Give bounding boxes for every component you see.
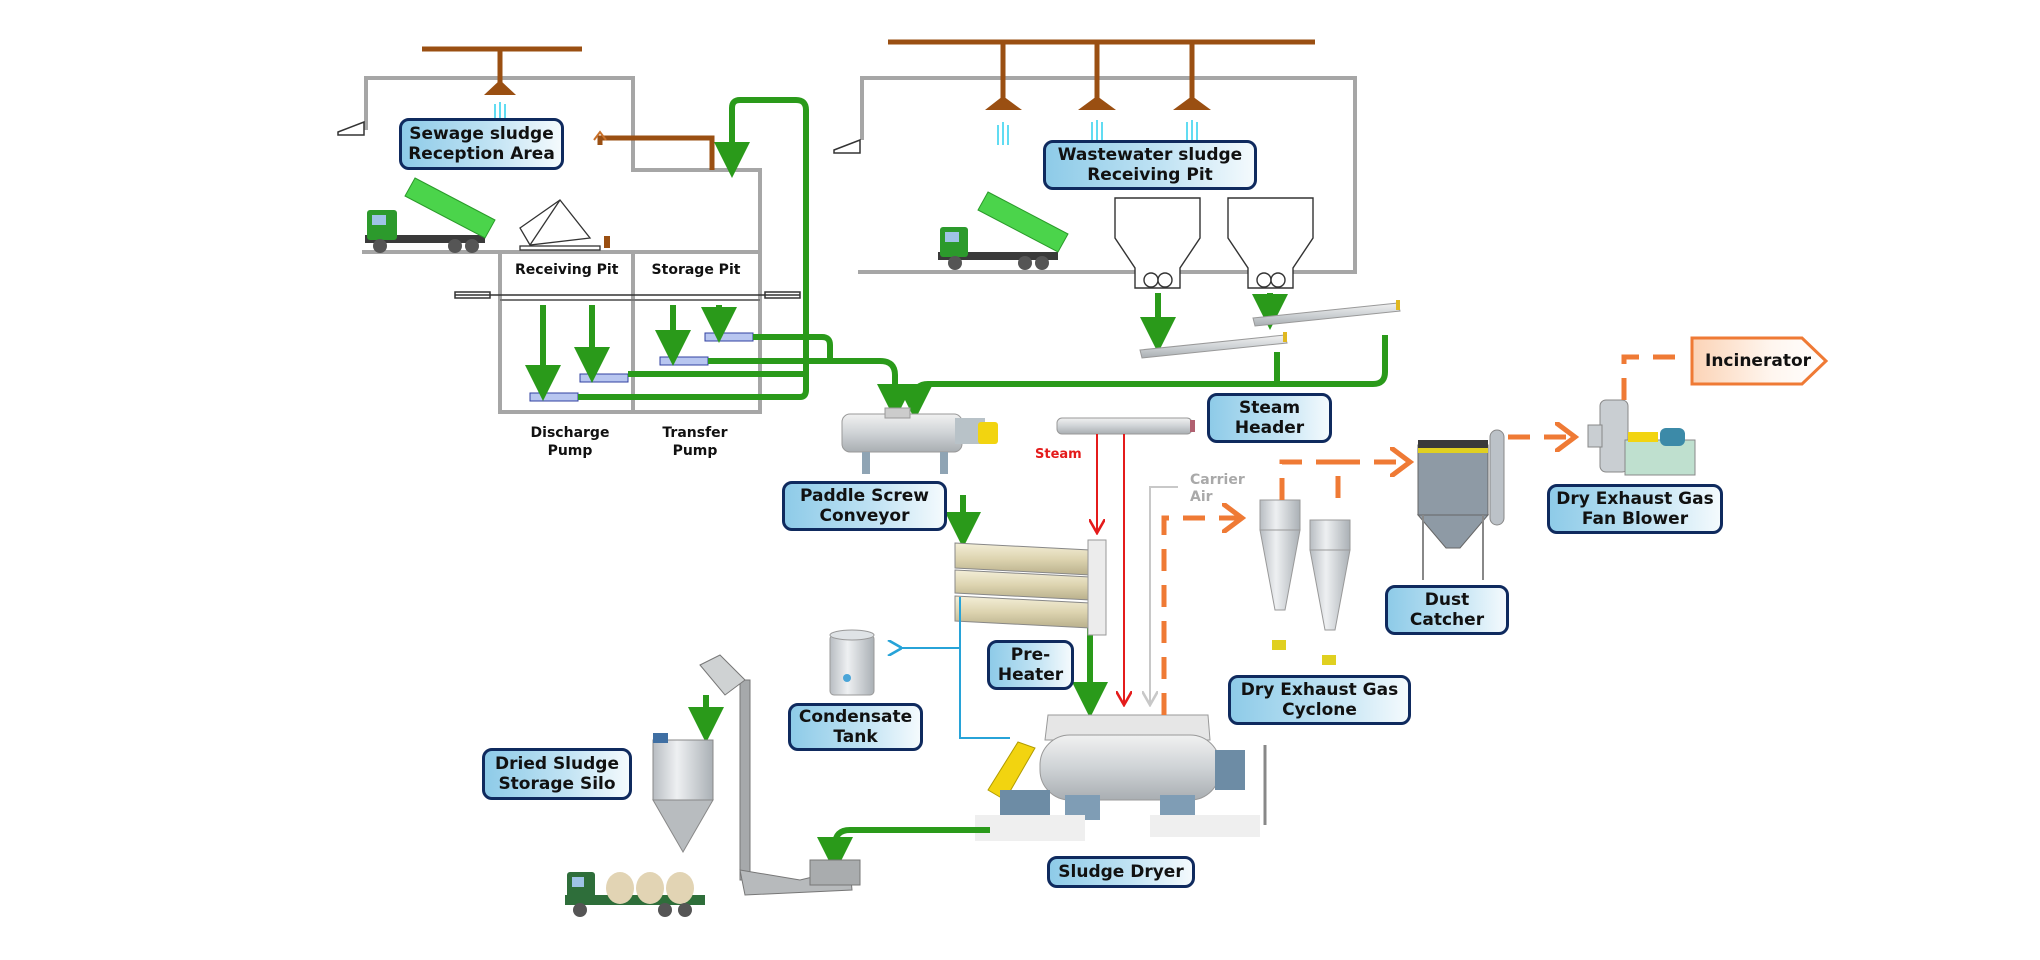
sludge-flow-lines [525,97,1388,420]
label-line: Fan Blower [1581,509,1689,529]
label-dry-exhaust-gas-cyclone: Dry Exhaust Gas Cyclone [1228,675,1411,725]
label-line: Sewage sludge [409,124,554,144]
label-line: Paddle Screw [799,486,930,506]
label-receiving-pit: Receiving Pit [515,262,619,278]
hoppers [1114,197,1314,289]
label-paddle-screw-conveyor: Paddle Screw Conveyor [782,481,947,531]
label-line: Sludge Dryer [1058,862,1184,882]
label-line: Pump [672,443,718,459]
label-transfer-pump: Transfer Pump [645,424,745,460]
label-sludge-dryer: Sludge Dryer [1047,856,1195,888]
label-line: Pre- [1010,645,1051,665]
label-line: Dry Exhaust Gas [1556,489,1714,509]
fan-blower-icon [1587,399,1696,476]
label-wastewater-receiving-pit: Wastewater sludge Receiving Pit [1043,140,1257,190]
sewage-building [362,76,762,414]
sludge-dryer-icon [975,714,1267,841]
paddle-screw-conveyor-icon [841,407,998,474]
air-intake-icon [494,102,506,118]
label-line: Carrier [1190,472,1245,488]
steam-flow-label: Steam [1035,447,1082,462]
label-storage-pit: Storage Pit [651,262,741,278]
label-line: Conveyor [819,506,910,526]
label-line: Dust [1424,590,1470,610]
steam-header-icon [1056,417,1195,435]
bag-truck-icon [565,872,705,917]
label-dried-sludge-storage-silo: Dried Sludge Storage Silo [482,748,632,800]
label-line: Wastewater sludge [1057,145,1243,165]
label-line: Pump [547,443,593,459]
pre-heater-icon [954,539,1107,636]
door-awning-icon [337,120,365,136]
dust-catcher-icon [1416,429,1505,580]
condensate-line [900,597,1010,739]
tipping-grate-icon [519,199,610,251]
label-incinerator: Incinerator [1705,351,1812,371]
label-line: Dry Exhaust Gas [1240,680,1399,700]
storage-silo-icon [652,733,714,854]
door-awning-icon [833,138,861,154]
dump-truck-icon [365,177,496,253]
crane-rail [454,291,801,299]
label-line: Receiving Pit [1087,165,1213,185]
label-line: Discharge [530,425,610,441]
sludge-flow-lines [688,695,990,873]
incinerator-arrow-box [1690,336,1829,386]
odor-duct [888,39,1315,110]
label-discharge-pump: Discharge Pump [520,424,620,460]
label-sewage-reception-area: Sewage sludge Reception Area [399,118,564,170]
label-line: Dried Sludge [495,754,619,774]
label-line: Reception Area [408,144,555,164]
label-pre-heater: Pre- Heater [987,640,1074,690]
steam-lines [1097,434,1124,705]
odor-duct [422,46,715,170]
label-line: Steam [1238,398,1301,418]
label-line: Air [1190,489,1213,505]
label-condensate-tank: Condensate Tank [788,703,923,751]
condensate-tank-icon [829,629,875,696]
screw-conveyors [1139,300,1401,359]
sludge-flow-lines [1140,293,1288,353]
dump-truck-icon [938,191,1069,270]
carrier-air-label: Carrier Air [1190,472,1245,506]
label-steam-header: Steam Header [1207,393,1332,443]
label-line: Header [1234,418,1305,438]
label-dust-catcher: Dust Catcher [1385,585,1509,635]
label-line: Heater [997,665,1064,685]
label-line: Catcher [1409,610,1485,630]
cyclone-icon [1259,499,1351,665]
label-line: Condensate [798,707,913,727]
wastewater-building [858,76,1357,274]
screw-pumps [529,332,754,402]
bucket-elevator-icon [699,654,861,896]
air-intake-icon [997,120,1198,145]
label-line: Storage Silo [498,774,616,794]
label-dry-exhaust-gas-fan-blower: Dry Exhaust Gas Fan Blower [1547,484,1723,534]
exhaust-gas-lines [1161,354,1688,715]
label-line: Cyclone [1282,700,1357,720]
carrier-air-line [1150,486,1178,705]
label-line: Tank [833,727,878,747]
label-line: Transfer [662,425,728,441]
